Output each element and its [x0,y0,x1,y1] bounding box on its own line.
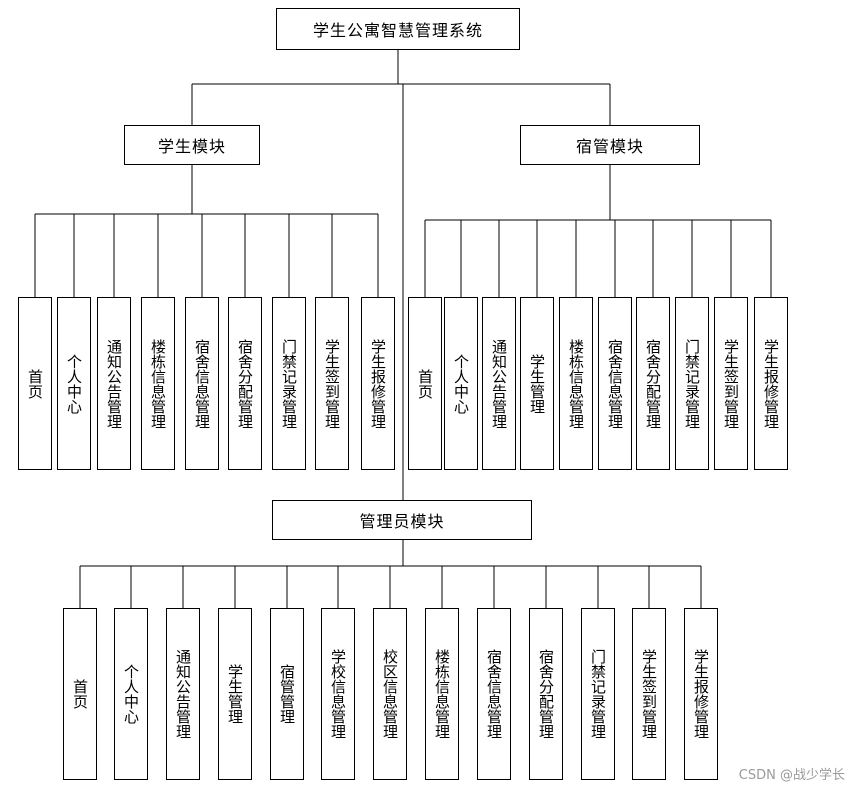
module-3-item-2: 个人中心 [114,608,148,780]
root-node: 学生公寓智慧管理系统 [276,8,520,50]
module-1-item-1: 首页 [18,297,52,470]
module-1-item-2: 个人中心 [57,297,91,470]
module-2-item-5: 楼栋信息管理 [559,297,593,470]
module-3-item-1: 首页 [63,608,97,780]
module-3-item-6: 学校信息管理 [321,608,355,780]
module-2-item-9: 学生签到管理 [714,297,748,470]
module-1-item-7: 门禁记录管理 [272,297,306,470]
module-3-item-8: 楼栋信息管理 [425,608,459,780]
module-2-item-3: 通知公告管理 [482,297,516,470]
module-node-1: 学生模块 [124,125,260,165]
module-node-2: 宿管模块 [520,125,700,165]
module-1-item-3: 通知公告管理 [97,297,131,470]
module-3-item-7: 校区信息管理 [373,608,407,780]
module-node-3: 管理员模块 [272,500,532,540]
module-3-item-3: 通知公告管理 [166,608,200,780]
module-3-item-13: 学生报修管理 [684,608,718,780]
module-1-item-9: 学生报修管理 [361,297,395,470]
module-2-item-2: 个人中心 [444,297,478,470]
watermark: CSDN @战少学长 [738,768,845,783]
module-1-item-4: 楼栋信息管理 [141,297,175,470]
module-3-item-4: 学生管理 [218,608,252,780]
module-2-item-7: 宿舍分配管理 [636,297,670,470]
module-3-item-5: 宿管管理 [270,608,304,780]
module-2-item-10: 学生报修管理 [754,297,788,470]
module-2-item-1: 首页 [408,297,442,470]
module-3-item-9: 宿舍信息管理 [477,608,511,780]
module-1-item-6: 宿舍分配管理 [228,297,262,470]
module-3-item-10: 宿舍分配管理 [529,608,563,780]
module-1-item-8: 学生签到管理 [315,297,349,470]
module-2-item-8: 门禁记录管理 [675,297,709,470]
module-1-item-5: 宿舍信息管理 [185,297,219,470]
module-2-item-6: 宿舍信息管理 [598,297,632,470]
module-2-item-4: 学生管理 [520,297,554,470]
module-3-item-12: 学生签到管理 [632,608,666,780]
module-3-item-11: 门禁记录管理 [581,608,615,780]
